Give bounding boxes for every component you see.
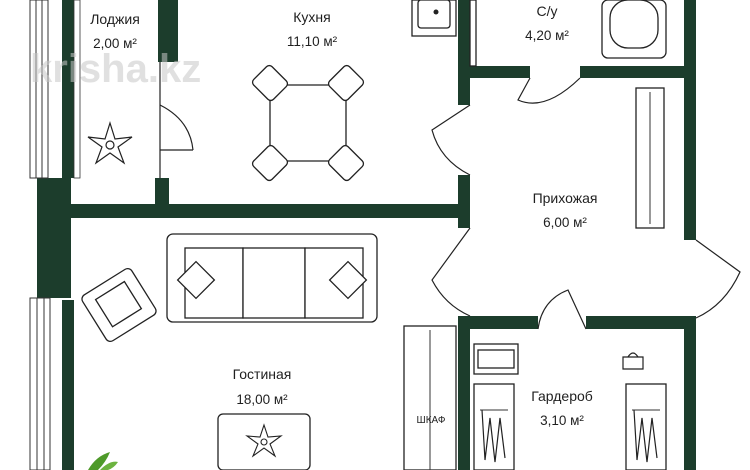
loggia-frame [73,0,81,179]
wardrobe-name: Гардероб [531,388,593,404]
loggia-name: Лоджия [90,11,140,27]
hanger-icon [481,409,658,463]
living-area: 18,00 м² [236,392,288,407]
kitchen-area: 11,10 м² [287,34,338,49]
flower-rug-icon [87,120,283,458]
dining-table [269,84,347,162]
loggia-area: 2,00 м² [93,36,137,51]
kitchen-name: Кухня [293,9,330,25]
sink-icon [433,9,439,15]
handbag-icon [622,352,644,370]
walls [37,0,696,470]
bathroom-area: 4,20 м² [525,28,569,43]
left-windows [29,0,51,470]
bathroom-name: С/у [537,3,558,19]
wardrobe-area: 3,10 м² [540,413,584,428]
watermark: krisha.kz [30,47,201,91]
closet-label: ШКАФ [417,415,446,426]
furniture [81,0,667,470]
living-name: Гостиная [233,366,292,382]
doors [159,62,741,330]
hallway-area: 6,00 м² [543,215,587,230]
hallway-name: Прихожая [533,190,598,206]
plant-icon [88,452,118,470]
